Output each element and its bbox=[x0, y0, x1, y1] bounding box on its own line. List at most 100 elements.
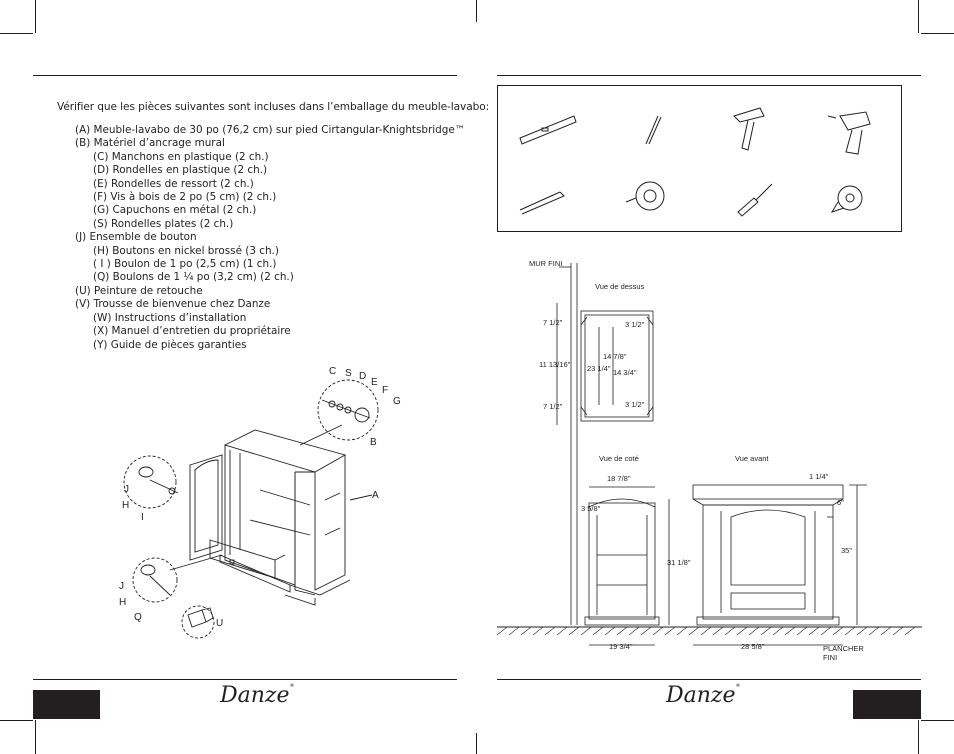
part-text: Trousse de bienvenue chez Danze bbox=[90, 298, 271, 311]
label-i: I bbox=[141, 512, 144, 523]
header-rule-left bbox=[33, 75, 457, 76]
top-view-label: Vue de dessus bbox=[595, 282, 645, 291]
parts-list-item: (B) Matériel d’ancrage mural bbox=[75, 137, 225, 150]
front-view-label: Vue avant bbox=[735, 454, 769, 463]
label-g: G bbox=[393, 396, 401, 407]
dim-6: 6" bbox=[837, 498, 844, 507]
dim-14-inner: 14 7/8" bbox=[603, 352, 627, 361]
tools-box bbox=[497, 85, 902, 232]
label-s: S bbox=[345, 368, 352, 379]
part-key: W bbox=[97, 311, 108, 324]
floor-label-1: PLANCHER bbox=[823, 644, 864, 653]
part-text: Rondelles en plastique (2 ch.) bbox=[109, 164, 268, 177]
level-icon bbox=[519, 115, 577, 145]
crop-mark bbox=[35, 0, 36, 33]
dimension-drawing: MUR FINI Vue de dessus Vue de coté Vue a… bbox=[497, 259, 922, 662]
part-key: C bbox=[97, 150, 105, 163]
parts-list-item: (E) Rondelles de ressort (2 ch.) bbox=[93, 177, 254, 190]
brand-name: Danze bbox=[220, 683, 290, 708]
page-number-block-right bbox=[853, 690, 921, 719]
crop-mark bbox=[918, 720, 919, 754]
dim-7-top: 7 1/2" bbox=[543, 318, 563, 327]
part-key: V bbox=[79, 298, 87, 311]
crop-mark bbox=[921, 33, 954, 34]
dim-1: 1 1/4" bbox=[809, 472, 829, 481]
intro-text: Vérifier que les pièces suivantes sont i… bbox=[57, 101, 490, 113]
dim-19: 19 3/4" bbox=[609, 642, 633, 651]
parts-list-item: (U) Peinture de retouche bbox=[75, 284, 203, 297]
parts-list-item: (J) Ensemble de bouton bbox=[75, 231, 197, 244]
part-text: Ensemble de bouton bbox=[86, 231, 197, 244]
dim-28: 28 5/8" bbox=[741, 642, 765, 651]
label-b: B bbox=[370, 437, 377, 448]
label-h2: H bbox=[119, 597, 126, 608]
part-key: B bbox=[79, 137, 87, 150]
footer-rule-right bbox=[497, 679, 921, 680]
crop-mark bbox=[0, 33, 33, 34]
registered-mark: ® bbox=[735, 683, 741, 689]
parts-list: (A) Meuble-lavabo de 30 po (76,2 cm) sur… bbox=[75, 124, 465, 352]
part-key: U bbox=[79, 284, 87, 297]
part-key: F bbox=[97, 191, 104, 204]
parts-list-item: (G) Capuchons en métal (2 ch.) bbox=[93, 204, 257, 217]
parts-list-item: (Q) Boulons de 1 ¼ po (3,2 cm) (2 ch.) bbox=[93, 271, 294, 284]
footer-rule-left bbox=[33, 679, 457, 680]
dim-3-side: 3 5/8" bbox=[581, 504, 601, 513]
part-text: Boutons en nickel brossé (3 ch.) bbox=[108, 244, 279, 257]
part-key: A bbox=[79, 124, 87, 136]
label-h1: H bbox=[122, 500, 129, 511]
dim-23: 23 1/4" bbox=[587, 364, 611, 373]
part-text: Rondelles plates (2 ch.) bbox=[107, 217, 234, 230]
label-f: F bbox=[382, 385, 388, 396]
tape-measure-icon bbox=[830, 185, 863, 213]
part-key: X bbox=[97, 325, 105, 338]
part-key: S bbox=[97, 217, 104, 230]
drill-icon bbox=[827, 111, 871, 155]
parts-list-item: (W) Instructions d’installation bbox=[93, 311, 247, 324]
crop-mark bbox=[918, 0, 919, 33]
part-text: Peinture de retouche bbox=[90, 284, 203, 297]
crop-mark bbox=[0, 720, 33, 721]
label-a: A bbox=[372, 490, 379, 501]
label-u: U bbox=[216, 618, 223, 629]
part-key: G bbox=[97, 204, 106, 217]
part-text: Guide de pièces garanties bbox=[107, 338, 247, 351]
part-key: E bbox=[97, 177, 104, 190]
parts-list-item: (S) Rondelles plates (2 ch.) bbox=[93, 217, 234, 230]
parts-list-item: (F) Vis à bois de 2 po (5 cm) (2 ch.) bbox=[93, 191, 277, 204]
part-key: I bbox=[97, 258, 107, 271]
label-q: Q bbox=[134, 612, 142, 623]
dim-35: 35" bbox=[841, 546, 852, 555]
center-mark bbox=[476, 0, 477, 22]
crop-mark bbox=[35, 720, 36, 754]
page-number-block-left bbox=[33, 690, 100, 719]
part-key: D bbox=[97, 164, 106, 177]
part-text: Manchons en plastique (2 ch.) bbox=[108, 150, 269, 163]
dim-18: 18 7/8" bbox=[607, 474, 631, 483]
header-rule-right bbox=[497, 75, 921, 76]
part-key: Q bbox=[97, 271, 106, 284]
part-key: Y bbox=[97, 338, 104, 351]
floor-label-2: FINI bbox=[823, 653, 837, 662]
parts-list-item: ( I ) Boulon de 1 po (2,5 cm) (1 ch.) bbox=[93, 258, 277, 271]
dim-3-top: 3 1/2" bbox=[625, 320, 645, 329]
parts-list-item: (V) Trousse de bienvenue chez Danze bbox=[75, 298, 271, 311]
part-text: Manuel d’entretien du propriétaire bbox=[108, 325, 291, 338]
part-key: H bbox=[97, 244, 105, 257]
dim-3-bottom: 3 1/2" bbox=[625, 400, 645, 409]
dim-11: 11 13/16" bbox=[539, 360, 571, 369]
danze-logo-right: Danze® bbox=[666, 683, 741, 708]
part-key: J bbox=[79, 231, 83, 244]
part-text: Capuchons en métal (2 ch.) bbox=[109, 204, 257, 217]
parts-list-item: (A) Meuble-lavabo de 30 po (76,2 cm) sur… bbox=[75, 124, 466, 136]
side-view-label: Vue de coté bbox=[599, 454, 639, 463]
label-j1: J bbox=[124, 484, 129, 495]
brand-name: Danze bbox=[666, 683, 736, 708]
tools-illustration bbox=[519, 107, 871, 217]
part-text: Boulons de 1 ¼ po (3,2 cm) (2 ch.) bbox=[109, 271, 294, 284]
parts-list-item: (D) Rondelles en plastique (2 ch.) bbox=[93, 164, 268, 177]
part-text: Instructions d’installation bbox=[111, 311, 247, 324]
part-text: Rondelles de ressort (2 ch.) bbox=[107, 177, 254, 190]
part-text: Vis à bois de 2 po (5 cm) (2 ch.) bbox=[107, 191, 277, 204]
danze-logo-left: Danze® bbox=[220, 683, 295, 708]
